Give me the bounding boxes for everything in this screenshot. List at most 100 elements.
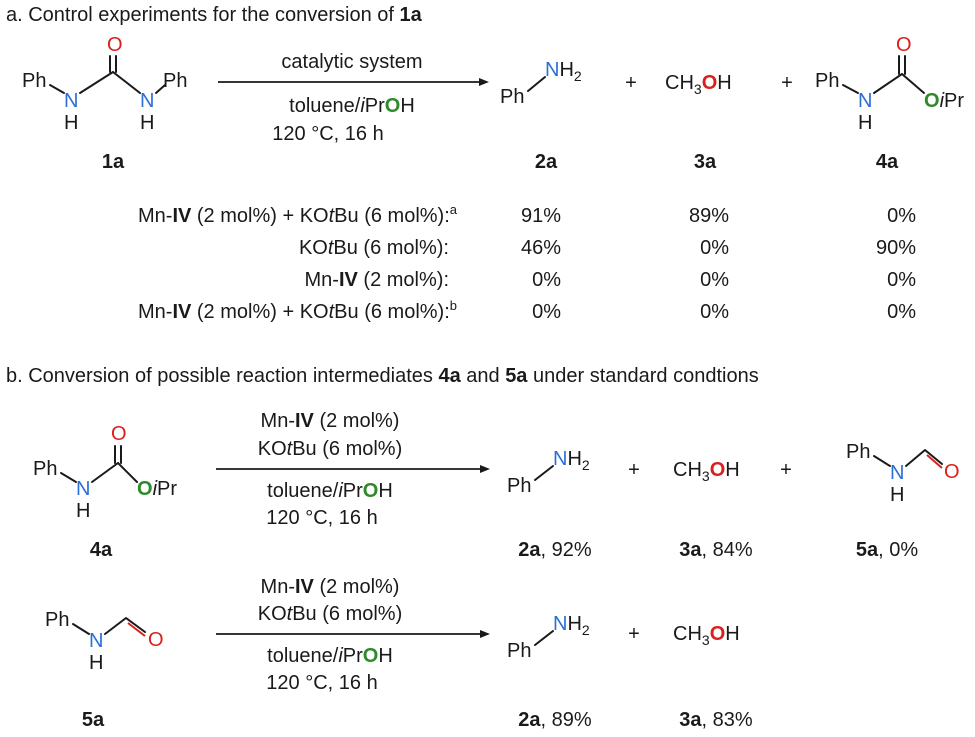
atom-h: H (858, 112, 872, 134)
arrow-a-reagent: catalytic system (281, 51, 422, 73)
label-5a-yield: 5a, 0% (856, 539, 918, 561)
compound-3a-structure: CH3OH 3a (665, 72, 732, 173)
reaction-arrow-b2: Mn-IV (2 mol%) KOtBu (6 mol%) toluene/iP… (216, 576, 490, 694)
atom-ph: Ph (846, 441, 870, 463)
double-bond (898, 55, 906, 75)
atom-n-left: N (64, 90, 78, 112)
results-table: Mn-IV (2 mol%) + KOtBu (6 mol%):a 91% 89… (138, 202, 916, 323)
compound-3a-structure-b1: CH3OH 3a, 84% (673, 459, 753, 561)
table-row-4-conditions: Mn-IV (2 mol%) + KOtBu (6 mol%):b (138, 298, 457, 323)
bond (534, 630, 554, 646)
atom-n: N (89, 630, 103, 652)
table-row-4-4a: 0% (887, 301, 916, 323)
arrow-b2-base: KOtBu (6 mol%) (258, 603, 403, 625)
table-row-2-conditions: KOtBu (6 mol%): (299, 237, 449, 259)
atom-ph: Ph (815, 70, 839, 92)
reaction-arrow-b1: Mn-IV (2 mol%) KOtBu (6 mol%) toluene/iP… (216, 410, 490, 529)
section-a-title: a. Control experiments for the conversio… (6, 4, 423, 26)
compound-2a-structure-b1: Ph NH2 2a, 92% (507, 448, 592, 561)
table-row-2-4a: 90% (876, 237, 916, 259)
atom-o-carbonyl: O (107, 34, 123, 56)
label-1a: 1a (102, 151, 125, 173)
compound-4a-structure-b1: Ph N H O OiPr 4a (33, 423, 177, 561)
plus-sign: + (781, 72, 793, 94)
plus-sign: + (628, 459, 640, 481)
compound-1a-structure: Ph N H O N H Ph 1a (22, 34, 187, 173)
arrow-a-solvent: toluene/iPrOH (289, 95, 415, 117)
double-bond (114, 445, 122, 464)
bond (873, 455, 891, 467)
bond (905, 449, 943, 467)
table-row-3-2a: 0% (532, 269, 561, 291)
compound-3a-structure-b2: CH3OH 3a, 83% (673, 623, 753, 731)
atom-ph-right: Ph (163, 70, 187, 92)
arrow-b2-solvent: toluene/iPrOH (267, 645, 393, 667)
atom-h-left: H (64, 112, 78, 134)
atom-nh2: NH2 (545, 59, 582, 84)
bond (527, 76, 546, 92)
label-3a-yield: 3a, 84% (679, 539, 753, 561)
table-row-4-2a: 0% (532, 301, 561, 323)
table-row-1-2a: 91% (521, 205, 561, 227)
atom-n-right: N (140, 90, 154, 112)
bond (873, 73, 903, 94)
arrow-b1-solvent: toluene/iPrOH (267, 480, 393, 502)
reaction-arrow-a: catalytic system toluene/iPrOH 120 °C, 1… (218, 51, 489, 145)
compound-5a-structure-b1: Ph N H O 5a, 0% (846, 441, 960, 561)
atom-h-right: H (140, 112, 154, 134)
table-row-2-2a: 46% (521, 237, 561, 259)
table-row-1-3a: 89% (689, 205, 729, 227)
label-2a: 2a (535, 151, 558, 173)
bond (842, 84, 859, 94)
label-4a: 4a (90, 539, 113, 561)
atom-n: N (890, 462, 904, 484)
bond (155, 84, 166, 94)
bond (112, 71, 141, 94)
arrow-b2-conditions: 120 °C, 16 h (266, 672, 377, 694)
table-row-1-4a: 0% (887, 205, 916, 227)
table-row-2-3a: 0% (700, 237, 729, 259)
compound-5a-structure-b2: Ph N H O 5a (45, 609, 164, 731)
atom-o: O (148, 629, 164, 651)
atom-o-carbonyl: O (111, 423, 127, 445)
bond (117, 462, 138, 483)
bond (104, 617, 146, 635)
table-row-3-3a: 0% (700, 269, 729, 291)
atom-h: H (89, 652, 103, 674)
bond (49, 84, 65, 94)
plus-sign: + (625, 72, 637, 94)
plus-sign: + (628, 623, 640, 645)
atom-ph: Ph (45, 609, 69, 631)
arrow-a-conditions: 120 °C, 16 h (272, 123, 383, 145)
compound-4a-structure: Ph N H O OiPr 4a (815, 34, 964, 173)
table-row-4-3a: 0% (700, 301, 729, 323)
arrow-b1-base: KOtBu (6 mol%) (258, 438, 403, 460)
atom-oipr: OiPr (137, 478, 177, 500)
atom-o-carbonyl: O (896, 34, 912, 56)
atom-h: H (890, 484, 904, 506)
arrow-b2-catalyst: Mn-IV (2 mol%) (261, 576, 400, 598)
atom-n: N (858, 90, 872, 112)
bond (72, 623, 90, 635)
double-bond (109, 55, 117, 73)
compound-2a-structure-b2: Ph NH2 2a, 89% (507, 613, 592, 731)
label-4a: 4a (876, 151, 899, 173)
plus-sign: + (780, 459, 792, 481)
compound-2a-structure: Ph NH2 2a (500, 59, 582, 173)
atom-ph: Ph (33, 458, 57, 480)
atom-ph-left: Ph (22, 70, 46, 92)
methanol-formula: CH3OH (665, 72, 732, 97)
atom-nh2: NH2 (553, 613, 590, 638)
atom-ph: Ph (500, 86, 524, 108)
atom-nh2: NH2 (553, 448, 590, 473)
label-2a-yield: 2a, 92% (518, 539, 592, 561)
double-bond (127, 622, 146, 637)
arrow-b1-conditions: 120 °C, 16 h (266, 507, 377, 529)
arrow-b1-catalyst: Mn-IV (2 mol%) (261, 410, 400, 432)
atom-ph: Ph (507, 640, 531, 662)
table-row-3-conditions: Mn-IV (2 mol%): (305, 269, 449, 291)
bond (60, 472, 77, 483)
atom-n: N (76, 478, 90, 500)
methanol-formula: CH3OH (673, 459, 740, 484)
